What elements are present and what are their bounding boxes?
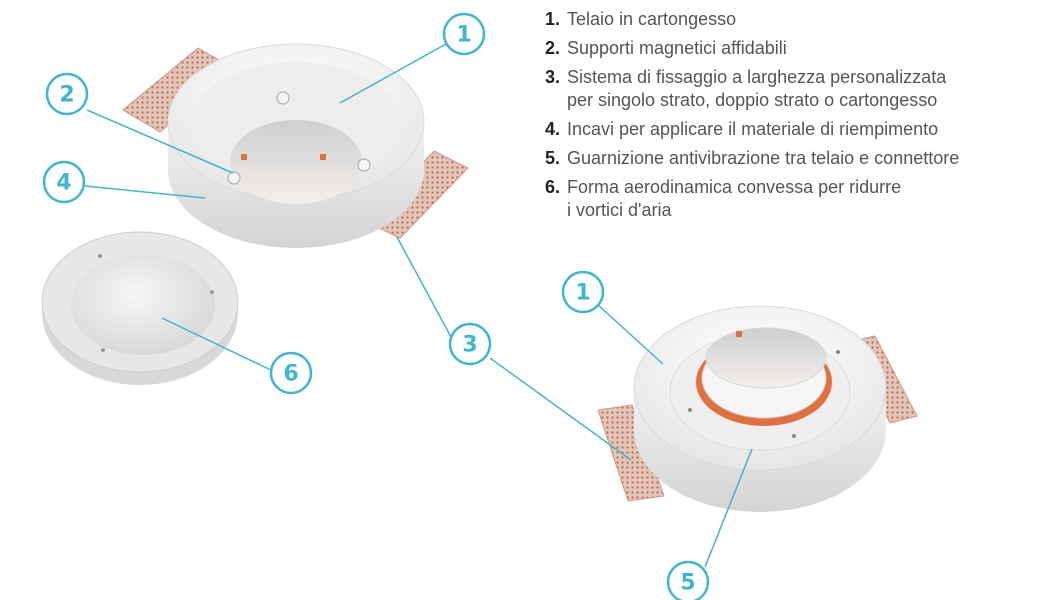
frame-opening [230,120,362,204]
legend-item: 2. Supporti magnetici affidabili [545,37,1025,60]
filler-notch [736,331,742,337]
legend-text: Supporti magnetici affidabili [567,38,787,58]
legend-text: Telaio in cartongesso [567,9,737,29]
legend-item: 6. Forma aerodinamica convessa per ridur… [545,176,1025,222]
leader-lines [84,43,753,568]
legend-text: Guarnizione antivibrazione tra telaio e … [567,148,960,168]
svg-text:6: 6 [283,362,298,387]
svg-text:3: 3 [462,333,477,358]
callout: 5 [666,560,710,600]
legend-number: 6. [545,177,561,197]
svg-text:4: 4 [56,171,71,196]
convex-cover [41,231,239,385]
magnet-support [227,171,241,185]
legend-number: 3. [545,67,561,87]
legend-item: 4. Incavi per applicare il materiale di … [545,118,1025,141]
filler-notch [241,154,247,160]
cover-screw [210,290,214,294]
legend-number: 4. [545,119,561,139]
legend-number: 5. [545,148,561,168]
legend-item: 1. Telaio in cartongesso [545,8,1025,31]
drywall-frame-top [122,43,469,248]
legend-text: Incavi per applicare il materiale di rie… [567,119,939,139]
legend-text: Forma aerodinamica convessa per ridurre [567,177,902,197]
svg-text:1: 1 [575,281,590,306]
legend-number: 1. [545,9,561,29]
legend-item: 3. Sistema di fissaggio a larghezza pers… [545,66,1025,112]
svg-text:5: 5 [680,571,695,596]
callout: 4 [42,160,86,204]
callout: 3 [448,322,492,366]
mesh-tab-left [597,404,665,502]
drywall-frame-bottom [597,305,918,512]
frame-screw [792,434,796,438]
legend-text: i vortici d'aria [567,200,672,220]
cover-screw [101,348,105,352]
frame-screw [836,350,840,354]
connector-opening [705,327,827,389]
legend-text: per singolo strato, doppio strato o cart… [567,90,938,110]
callout: 2 [45,72,89,116]
magnet-support [357,158,371,172]
legend-text: Sistema di fissaggio a larghezza persona… [567,67,947,87]
callout: 1 [442,12,486,56]
filler-notch [320,154,326,160]
feature-legend: 1. Telaio in cartongesso 2. Supporti mag… [545,8,1025,228]
svg-text:1: 1 [456,23,471,48]
legend-number: 2. [545,38,561,58]
cover-screw [98,254,102,258]
magnet-support [276,91,290,105]
frame-screw [688,408,692,412]
svg-text:2: 2 [59,83,74,108]
cover-dome [71,255,215,355]
callout: 1 [561,270,605,314]
callout: 6 [269,351,313,395]
legend-item: 5. Guarnizione antivibrazione tra telaio… [545,147,1025,170]
